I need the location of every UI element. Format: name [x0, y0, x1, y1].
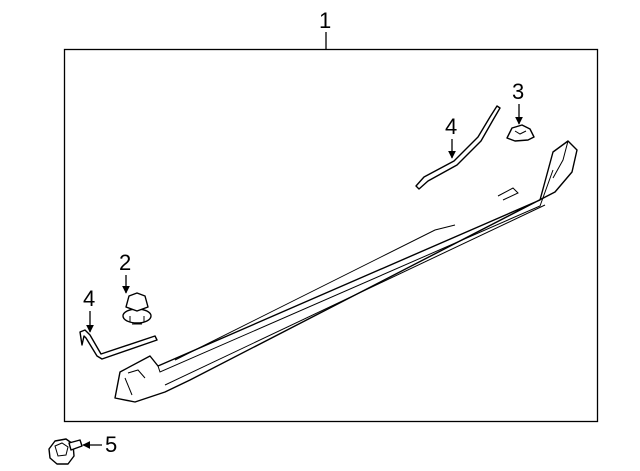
- callout-2-label: 2: [119, 250, 131, 275]
- callout-3-label: 3: [512, 79, 524, 104]
- clip-upper: [506, 124, 535, 142]
- push-clip: [122, 292, 152, 325]
- callout-4-lower-label: 4: [83, 286, 95, 311]
- screw-clip: [48, 438, 83, 465]
- callout-1-label: 1: [319, 8, 331, 33]
- callout-5-label: 5: [105, 432, 117, 457]
- rocker-panel-molding: [114, 140, 578, 403]
- weatherstrip-upper: [415, 105, 501, 190]
- callout-4-upper-label: 4: [445, 114, 457, 139]
- weatherstrip-lower: [79, 329, 158, 360]
- assembly-frame: [63, 48, 599, 423]
